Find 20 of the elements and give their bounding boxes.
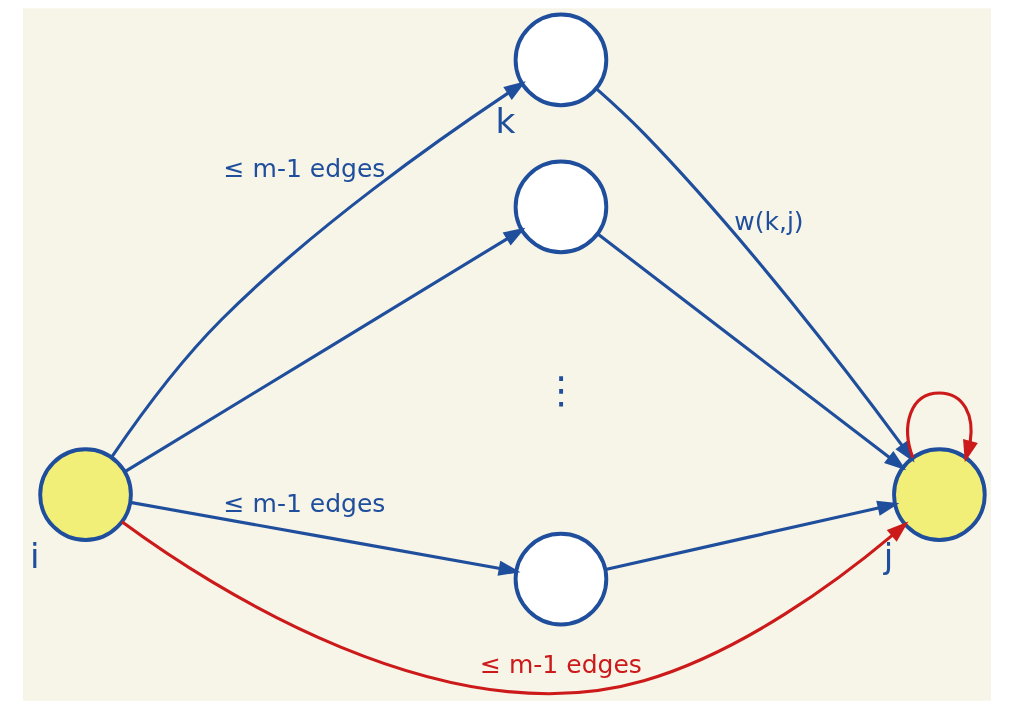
- node-circle: [513, 12, 608, 108]
- edge-label: ≤ m-1 edges: [223, 488, 385, 518]
- arrow: [596, 232, 906, 471]
- edge-label: ≤ m-1 edges: [479, 649, 642, 679]
- arrow: [120, 520, 908, 695]
- edge-label: w(k,j): [733, 207, 804, 237]
- arrow: [604, 500, 899, 571]
- node-label: k: [494, 100, 515, 141]
- node-circle: [37, 447, 133, 542]
- node-label: j: [883, 535, 893, 576]
- arrow: [905, 391, 978, 463]
- arrow: [129, 500, 520, 576]
- arrow: [110, 81, 526, 458]
- edge-label: ≤ m-1 edges: [223, 153, 385, 183]
- node-label: i: [29, 535, 40, 576]
- node-circle: [891, 447, 987, 542]
- node-circle: [513, 159, 608, 255]
- label: ⋮: [541, 367, 580, 412]
- node-circle: [513, 531, 608, 627]
- arrow: [123, 227, 525, 473]
